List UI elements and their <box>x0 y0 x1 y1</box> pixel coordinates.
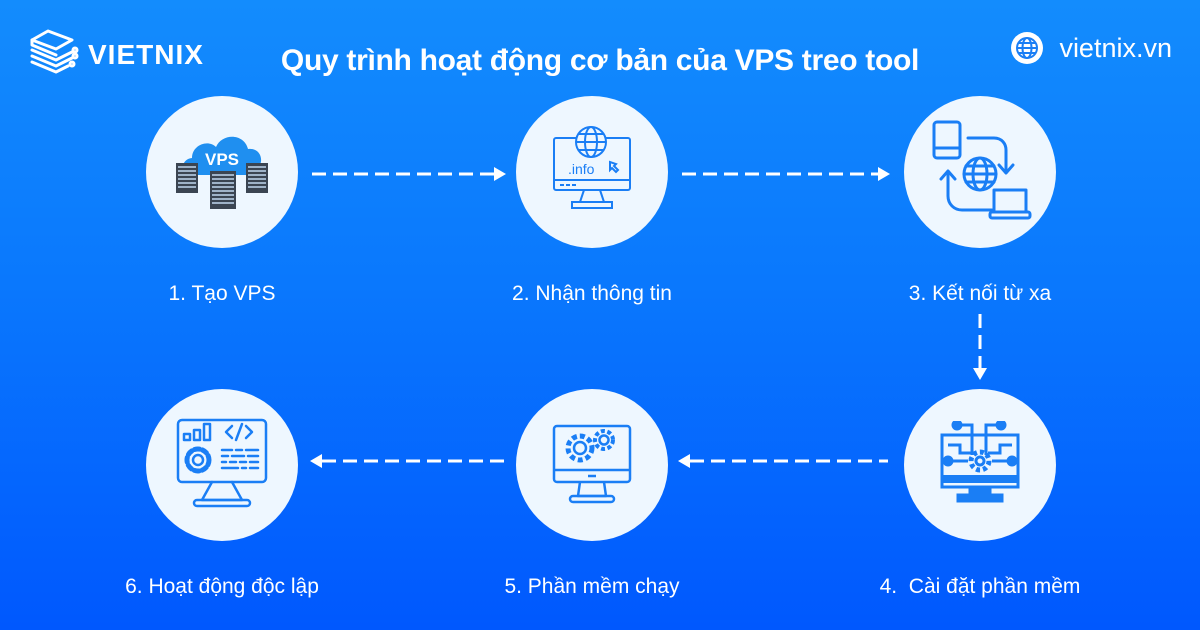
svg-text:VPS: VPS <box>205 150 239 169</box>
arrow-down-3-to-4 <box>973 314 987 380</box>
brand-logo: VIETNIX <box>28 28 204 81</box>
step-6-circle <box>146 389 298 541</box>
step-5-circle <box>516 389 668 541</box>
step-4: 4. Cài đặt phần mềm <box>850 389 1110 599</box>
remote-connection-icon <box>928 118 1032 227</box>
step-6-label: 6. Hoạt động độc lập <box>125 575 319 598</box>
monitor-info-globe-icon: .info <box>550 124 634 221</box>
step-4-circle <box>904 389 1056 541</box>
stacked-server-layers-icon <box>28 28 80 81</box>
step-1-circle: VPS <box>146 96 298 248</box>
arrow-right-1-to-2 <box>312 167 506 181</box>
brand-name: VIETNIX <box>88 38 204 70</box>
step-3: 3. Kết nối từ xa <box>850 96 1110 306</box>
title-text: Quy trình hoạt động cơ bản của VPS treo … <box>280 44 920 77</box>
arrow-right-2-to-3 <box>682 167 890 181</box>
step-5: 5. Phần mềm chạy <box>462 389 722 599</box>
step-2-label: 2. Nhận thông tin <box>512 282 672 305</box>
step-5-label: 5. Phần mềm chạy <box>504 575 680 598</box>
step-2: .info 2. Nhận thông tin <box>462 96 722 306</box>
vps-cloud-servers-icon: VPS <box>170 125 274 220</box>
arrow-left-5-to-6 <box>310 454 506 468</box>
step-2-circle: .info <box>516 96 668 248</box>
step-3-circle <box>904 96 1056 248</box>
page-title: Quy trình hoạt động cơ bản của VPS treo … <box>0 44 1200 78</box>
arrow-left-4-to-5 <box>678 454 888 468</box>
step-1-label: 1. Tạo VPS <box>168 282 276 305</box>
monitor-gears-icon <box>550 422 634 509</box>
step-3-label: 3. Kết nối từ xa <box>908 282 1052 305</box>
globe-icon <box>1011 32 1044 64</box>
website-link[interactable]: vietnix.vn <box>1011 32 1172 64</box>
step-4-label: 4. Cài đặt phần mềm <box>879 575 1081 598</box>
step-1: VPS 1. Tạo VPS <box>92 96 352 306</box>
website-label: vietnix.vn <box>1059 32 1172 63</box>
svg-text:.info: .info <box>568 161 595 177</box>
monitor-code-dashboard-icon <box>174 416 270 515</box>
monitor-circuit-gear-icon <box>938 419 1022 510</box>
step-6: 6. Hoạt động độc lập <box>92 389 352 599</box>
